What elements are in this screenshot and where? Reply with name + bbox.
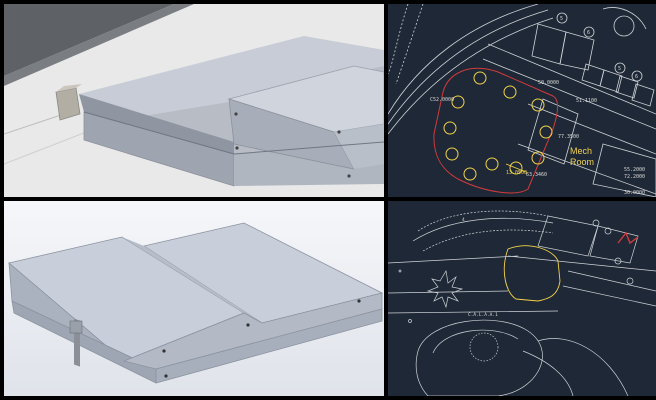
circled-number-2: 6 (587, 30, 590, 36)
3d-model-overview-panel (4, 201, 384, 396)
dim-left-label: C.A.L.A.A.1 (468, 312, 498, 318)
circled-number-4: 6 (635, 74, 638, 80)
small-number-label: 4 (462, 217, 465, 223)
cad-site-plan-bottom-panel: C.A.L.A.A.1 4 (388, 201, 656, 396)
cad-site-plan-top-view: C52.0000 50.0000 51.1100 77.3500 63.3460… (388, 4, 656, 197)
circled-number-1: 5 (560, 16, 563, 22)
cad-site-plan-bottom-view: C.A.L.A.A.1 4 (388, 210, 656, 396)
cad-site-plan-top-panel: C52.0000 50.0000 51.1100 77.3500 63.3460… (388, 4, 656, 197)
coord-right-top-label: 50.0000 (538, 80, 559, 86)
dim-mid-label: 77.3500 (558, 134, 579, 140)
3d-model-overview-view (8, 222, 384, 384)
corner-label: 30.0000 (624, 190, 645, 196)
coord-left-label: C52.0000 (430, 97, 454, 103)
mech-room-label-line2: Room (570, 157, 594, 167)
3d-model-closeup-panel (4, 4, 384, 197)
3d-model-closeup-view (4, 4, 384, 187)
dim-yellow-label: 13.0500 (506, 170, 527, 176)
coord-right-mid-label: 51.1100 (576, 98, 597, 104)
circled-number-3: 5 (618, 66, 621, 72)
mech-room-label-line1: Mech (570, 146, 592, 156)
dim-right-a-label: 55.2000 (624, 167, 645, 173)
dim-right-b-label: 72.2000 (624, 174, 645, 180)
dim-lower-label: 63.3460 (526, 172, 547, 178)
